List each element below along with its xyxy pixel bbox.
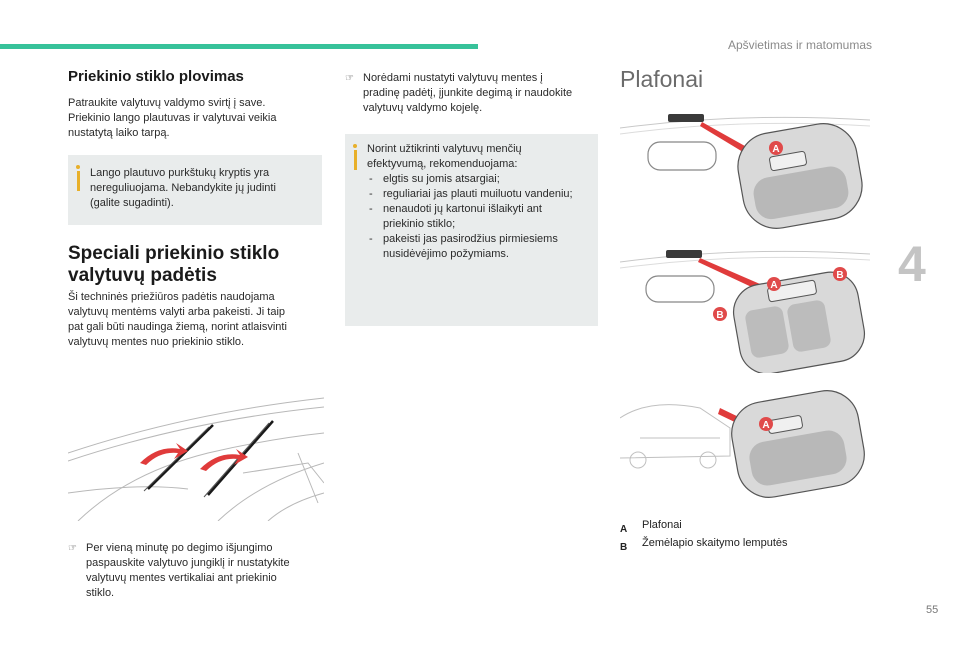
text-line: Norėdami nustatyti valytuvų mentes į — [363, 72, 543, 84]
heading-line: valytuvų padėtis — [68, 265, 217, 286]
text-line: valytuvų mentėms valyti arba pakeisti. J… — [68, 306, 286, 318]
bullet-reset-wipers: ☞ Norėdami nustatyti valytuvų mentes į p… — [345, 71, 597, 116]
text-line: nusidėvėjimo požymiams. — [383, 248, 509, 260]
callout-b: B — [836, 270, 843, 281]
callout-a: A — [762, 420, 769, 431]
page-title-plafonai: Plafonai — [620, 66, 704, 92]
text-line: Ši techninės priežiūros padėtis naudojam… — [68, 291, 275, 303]
page-number: 55 — [926, 604, 939, 616]
paragraph-maintenance-position: Ši techninės priežiūros padėtis naudojam… — [68, 290, 324, 350]
text-line: (galite sugadinti). — [90, 197, 174, 209]
ceiling-light-illustration-3: A — [620, 390, 865, 498]
text-line: paspauskite valytuvo jungiklį ir nustaty… — [86, 557, 290, 569]
callout-a: A — [770, 280, 777, 291]
heading-line: Speciali priekinio stiklo — [68, 243, 280, 264]
text-line: Norint užtikrinti valytuvų menčių — [367, 143, 522, 155]
bullet-wiper-vertical: ☞ Per vieną minutę po degimo išjungimo p… — [68, 541, 324, 601]
text-line: nustatytą laiko tarpą. — [68, 127, 170, 139]
note-box-wiper-care: Norint užtikrinti valytuvų menčių efekty… — [345, 134, 598, 326]
text-line: nenaudoti jų kartonui išlaikyti ant — [383, 203, 542, 215]
section-header: Apšvietimas ir matomumas — [727, 38, 872, 52]
paragraph-wash-instructions: Patraukite valytuvų valdymo svirtį į sav… — [68, 96, 318, 141]
text-line: pradinę padėtį, įjunkite degimą ir naudo… — [363, 87, 573, 99]
text-line: valytuvų mentes nuo priekinio stiklo. — [68, 336, 245, 348]
info-icon — [353, 144, 357, 170]
legend-key: A — [620, 524, 628, 535]
wiper-blade-left — [147, 424, 214, 490]
text-line: pat gali būti naudinga žiemą, norint atl… — [68, 321, 287, 333]
pointer-bullet-icon: ☞ — [345, 73, 354, 84]
text-line: Priekinio lango plautuvas ir valytuvai v… — [68, 112, 277, 124]
ceiling-light-illustration-2: A B B — [620, 250, 870, 373]
legend-value: Žemėlapio skaitymo lemputės — [642, 537, 788, 549]
text-line: valytuvų valdymo kojelę. — [363, 102, 483, 114]
heading-special-wiper-position: Speciali priekinio stiklo valytuvų padėt… — [68, 243, 279, 287]
text-line: nereguliuojama. Nebandykite jų judinti — [90, 182, 276, 194]
chapter-number: 4 — [898, 236, 926, 292]
list-item: pakeisti jas pasirodžius pirmiesiems nusi… — [367, 232, 595, 262]
text-line: elgtis su jomis atsargiai; — [383, 173, 500, 185]
text-line: Per vieną minutę po degimo išjungimo — [86, 542, 273, 554]
info-icon — [76, 165, 80, 191]
list-item: elgtis su jomis atsargiai; — [367, 172, 595, 187]
text-line: Lango plautuvo purkštukų kryptis yra — [90, 167, 270, 179]
care-list: elgtis su jomis atsargiai; reguliariai j… — [367, 172, 595, 262]
ceiling-light-illustration-1: A — [620, 114, 870, 229]
list-item: reguliariai jas plauti muiluotu vandeniu… — [367, 187, 595, 202]
text-line: pakeisti jas pasirodžius pirmiesiems — [383, 233, 558, 245]
arrow-icon — [140, 443, 188, 465]
callout-b: B — [716, 310, 723, 321]
callout-a: A — [772, 144, 779, 155]
legend-item: B Žemėlapio skaitymo lemputės — [620, 537, 788, 555]
heading-windscreen-wash: Priekinio stiklo plovimas — [68, 68, 244, 85]
arrow-icon — [200, 449, 248, 471]
top-accent-bar — [0, 44, 478, 49]
wiper-illustration — [68, 397, 324, 521]
legend-key: B — [620, 542, 628, 553]
text-line: reguliariai jas plauti muiluotu vandeniu… — [383, 188, 573, 200]
legend: A Plafonai B Žemėlapio skaitymo lemputės — [620, 519, 788, 555]
legend-value: Plafonai — [642, 519, 682, 531]
pointer-bullet-icon: ☞ — [68, 543, 77, 554]
text-line: Patraukite valytuvų valdymo svirtį į sav… — [68, 97, 266, 109]
text-line: efektyvumą, rekomenduojama: — [367, 158, 518, 170]
note-box-washer-jets: Lango plautuvo purkštukų kryptis yra ner… — [68, 155, 322, 225]
text-line: priekinio stiklo; — [383, 218, 456, 230]
list-item: nenaudoti jų kartonui išlaikyti ant priek… — [367, 202, 595, 232]
text-line: valytuvų mentes vertikaliai ant priekini… — [86, 572, 277, 584]
text-line: stiklo. — [86, 587, 115, 599]
legend-item: A Plafonai — [620, 519, 682, 537]
